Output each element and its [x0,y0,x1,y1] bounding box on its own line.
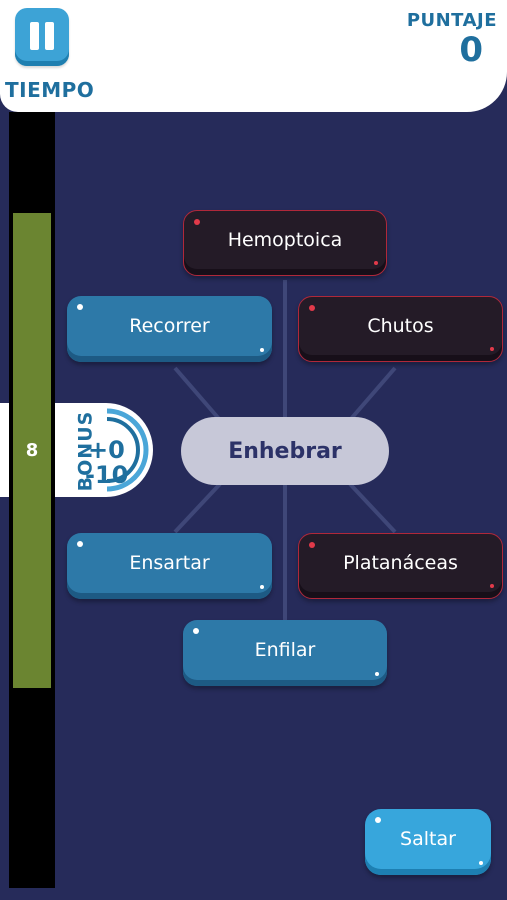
option-label: Ensartar [129,552,210,574]
timer-label: TIEMPO [5,78,95,102]
option-ensartar[interactable]: Ensartar [67,533,272,599]
option-chutos[interactable]: Chutos [298,296,503,362]
option-hemoptoica[interactable]: Hemoptoica [183,210,387,276]
skip-button[interactable]: Saltar [365,809,491,875]
highlight-dot [193,628,199,634]
pause-button[interactable] [15,8,69,66]
highlight-dot [260,348,264,352]
bonus-ring-icon [106,408,149,492]
option-label: Chutos [367,315,434,337]
option-label: Platanáceas [343,552,458,574]
option-label: Hemoptoica [227,229,343,251]
option-recorrer[interactable]: Recorrer [67,296,272,362]
highlight-dot [490,584,494,588]
top-bar: TIEMPO PUNTAJE 0 [0,0,507,112]
option-platanaceas[interactable]: Platanáceas [298,533,503,599]
option-label: Recorrer [129,315,210,337]
highlight-dot [490,347,494,351]
highlight-dot [194,219,200,225]
highlight-dot [77,541,83,547]
bonus-minus: -10 [85,461,129,489]
option-enfilar[interactable]: Enfilar [183,620,387,686]
highlight-dot [309,542,315,548]
timer-seconds: 8 [25,440,39,461]
timer-bar-fill [13,213,51,688]
highlight-dot [375,817,381,823]
highlight-dot [309,305,315,311]
skip-label: Saltar [400,828,456,850]
highlight-dot [479,861,483,865]
option-label: Enfilar [254,639,316,661]
score-label: PUNTAJE [406,10,497,31]
highlight-dot [77,304,83,310]
timer-marker [0,403,9,497]
pause-icon [30,22,39,50]
target-word: Enhebrar [181,417,389,485]
highlight-dot [260,585,264,589]
highlight-dot [374,261,378,265]
highlight-dot [375,672,379,676]
score-value: 0 [459,30,483,70]
bonus-panel: BONUS +0 -10 [55,403,153,497]
pause-icon-bar [45,22,54,50]
bonus-plus: +0 [88,436,125,464]
